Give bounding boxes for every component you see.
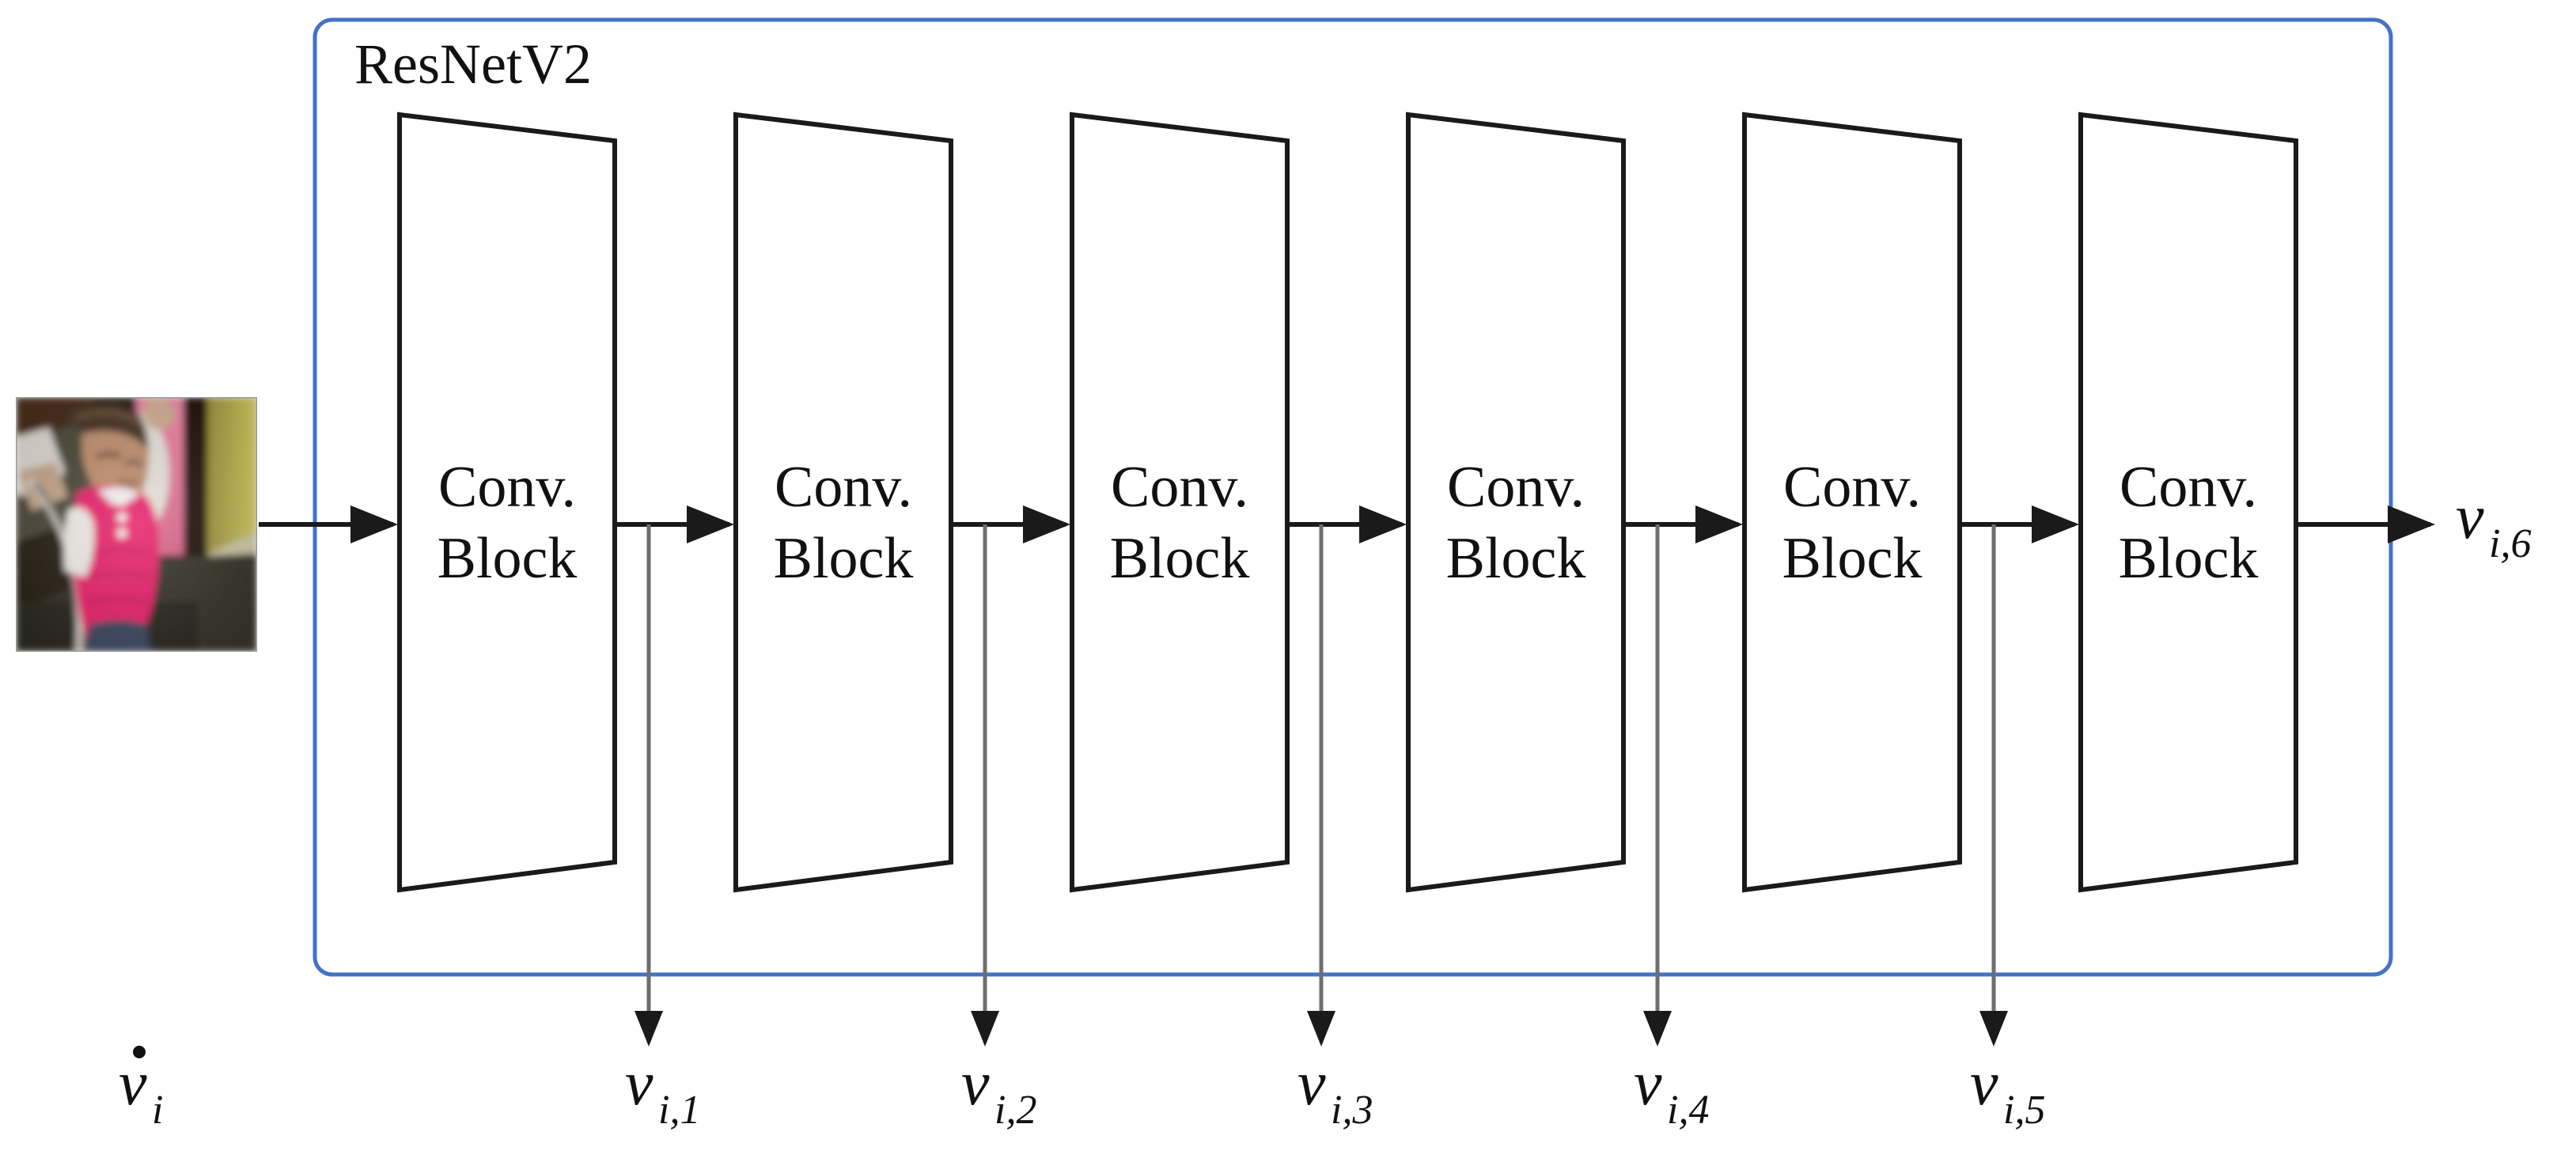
- conv-block-shape: [1070, 112, 1290, 893]
- tap-label-subscript: i,5: [2003, 1088, 2045, 1133]
- tap-label-subscript: i,1: [658, 1088, 700, 1133]
- conv-block-3[interactable]: Conv. Block: [1070, 112, 1290, 893]
- tap-label-1: v i,1: [625, 1049, 700, 1133]
- conv-block-1[interactable]: Conv. Block: [397, 112, 617, 893]
- tap-label-base: v: [961, 1049, 990, 1118]
- input-label-subscript: i: [152, 1088, 163, 1133]
- output-label-subscript: i,6: [2489, 521, 2531, 566]
- conv-block-label-line1: Conv.: [775, 455, 912, 520]
- resnetv2-container-border: [313, 17, 2393, 977]
- tap-label-3: v i,3: [1297, 1049, 1373, 1133]
- tap-label-subscript: i,4: [1667, 1088, 1709, 1133]
- conv-block-shape: [1406, 112, 1626, 893]
- tap-label-2: v i,2: [961, 1049, 1036, 1133]
- output-label-v-i-6: v i,6: [2456, 482, 2531, 566]
- tap-label-base: v: [1297, 1049, 1326, 1118]
- conv-block-label-line1: Conv.: [1447, 455, 1585, 520]
- conv-block-label-line2: Block: [774, 526, 914, 591]
- conv-block-label-line2: Block: [1110, 526, 1250, 591]
- conv-block-label-line2: Block: [438, 526, 578, 591]
- tap-label-subscript: i,3: [1331, 1088, 1373, 1133]
- resnetv2-title-label: ResNetV2: [354, 32, 592, 96]
- output-label-base: v: [2456, 482, 2484, 552]
- conv-block-label-line2: Block: [1446, 526, 1586, 591]
- conv-block-shape: [2078, 112, 2298, 893]
- conv-block-6[interactable]: Conv. Block: [2078, 112, 2298, 893]
- tap-label-base: v: [625, 1049, 653, 1118]
- conv-block-label-line2: Block: [2119, 526, 2259, 591]
- input-frame-thumbnail: [16, 397, 257, 652]
- conv-block-label-line1: Conv.: [2120, 455, 2257, 520]
- input-label-dot-accent: [133, 1046, 146, 1058]
- tap-label-subscript: i,2: [994, 1088, 1036, 1133]
- tap-label-5: v i,5: [1970, 1049, 2045, 1133]
- tap-label-base: v: [1970, 1049, 1998, 1118]
- conv-block-shape: [733, 112, 953, 893]
- conv-block-label-line1: Conv.: [1111, 455, 1248, 520]
- tap-label-4: v i,4: [1634, 1049, 1709, 1133]
- conv-block-5[interactable]: Conv. Block: [1742, 112, 1962, 893]
- conv-block-label-line2: Block: [1782, 526, 1923, 591]
- input-label-base: v: [119, 1049, 147, 1118]
- resnetv2-container: ResNetV2: [313, 17, 2393, 977]
- conv-block-shape: [397, 112, 617, 893]
- conv-block-4[interactable]: Conv. Block: [1406, 112, 1626, 893]
- conv-block-label-line1: Conv.: [438, 455, 576, 520]
- tap-label-base: v: [1634, 1049, 1662, 1118]
- input-label-v-dot-i: v i: [119, 1046, 163, 1133]
- conv-block-shape: [1742, 112, 1962, 893]
- conv-block-2[interactable]: Conv. Block: [733, 112, 953, 893]
- conv-block-label-line1: Conv.: [1783, 455, 1921, 520]
